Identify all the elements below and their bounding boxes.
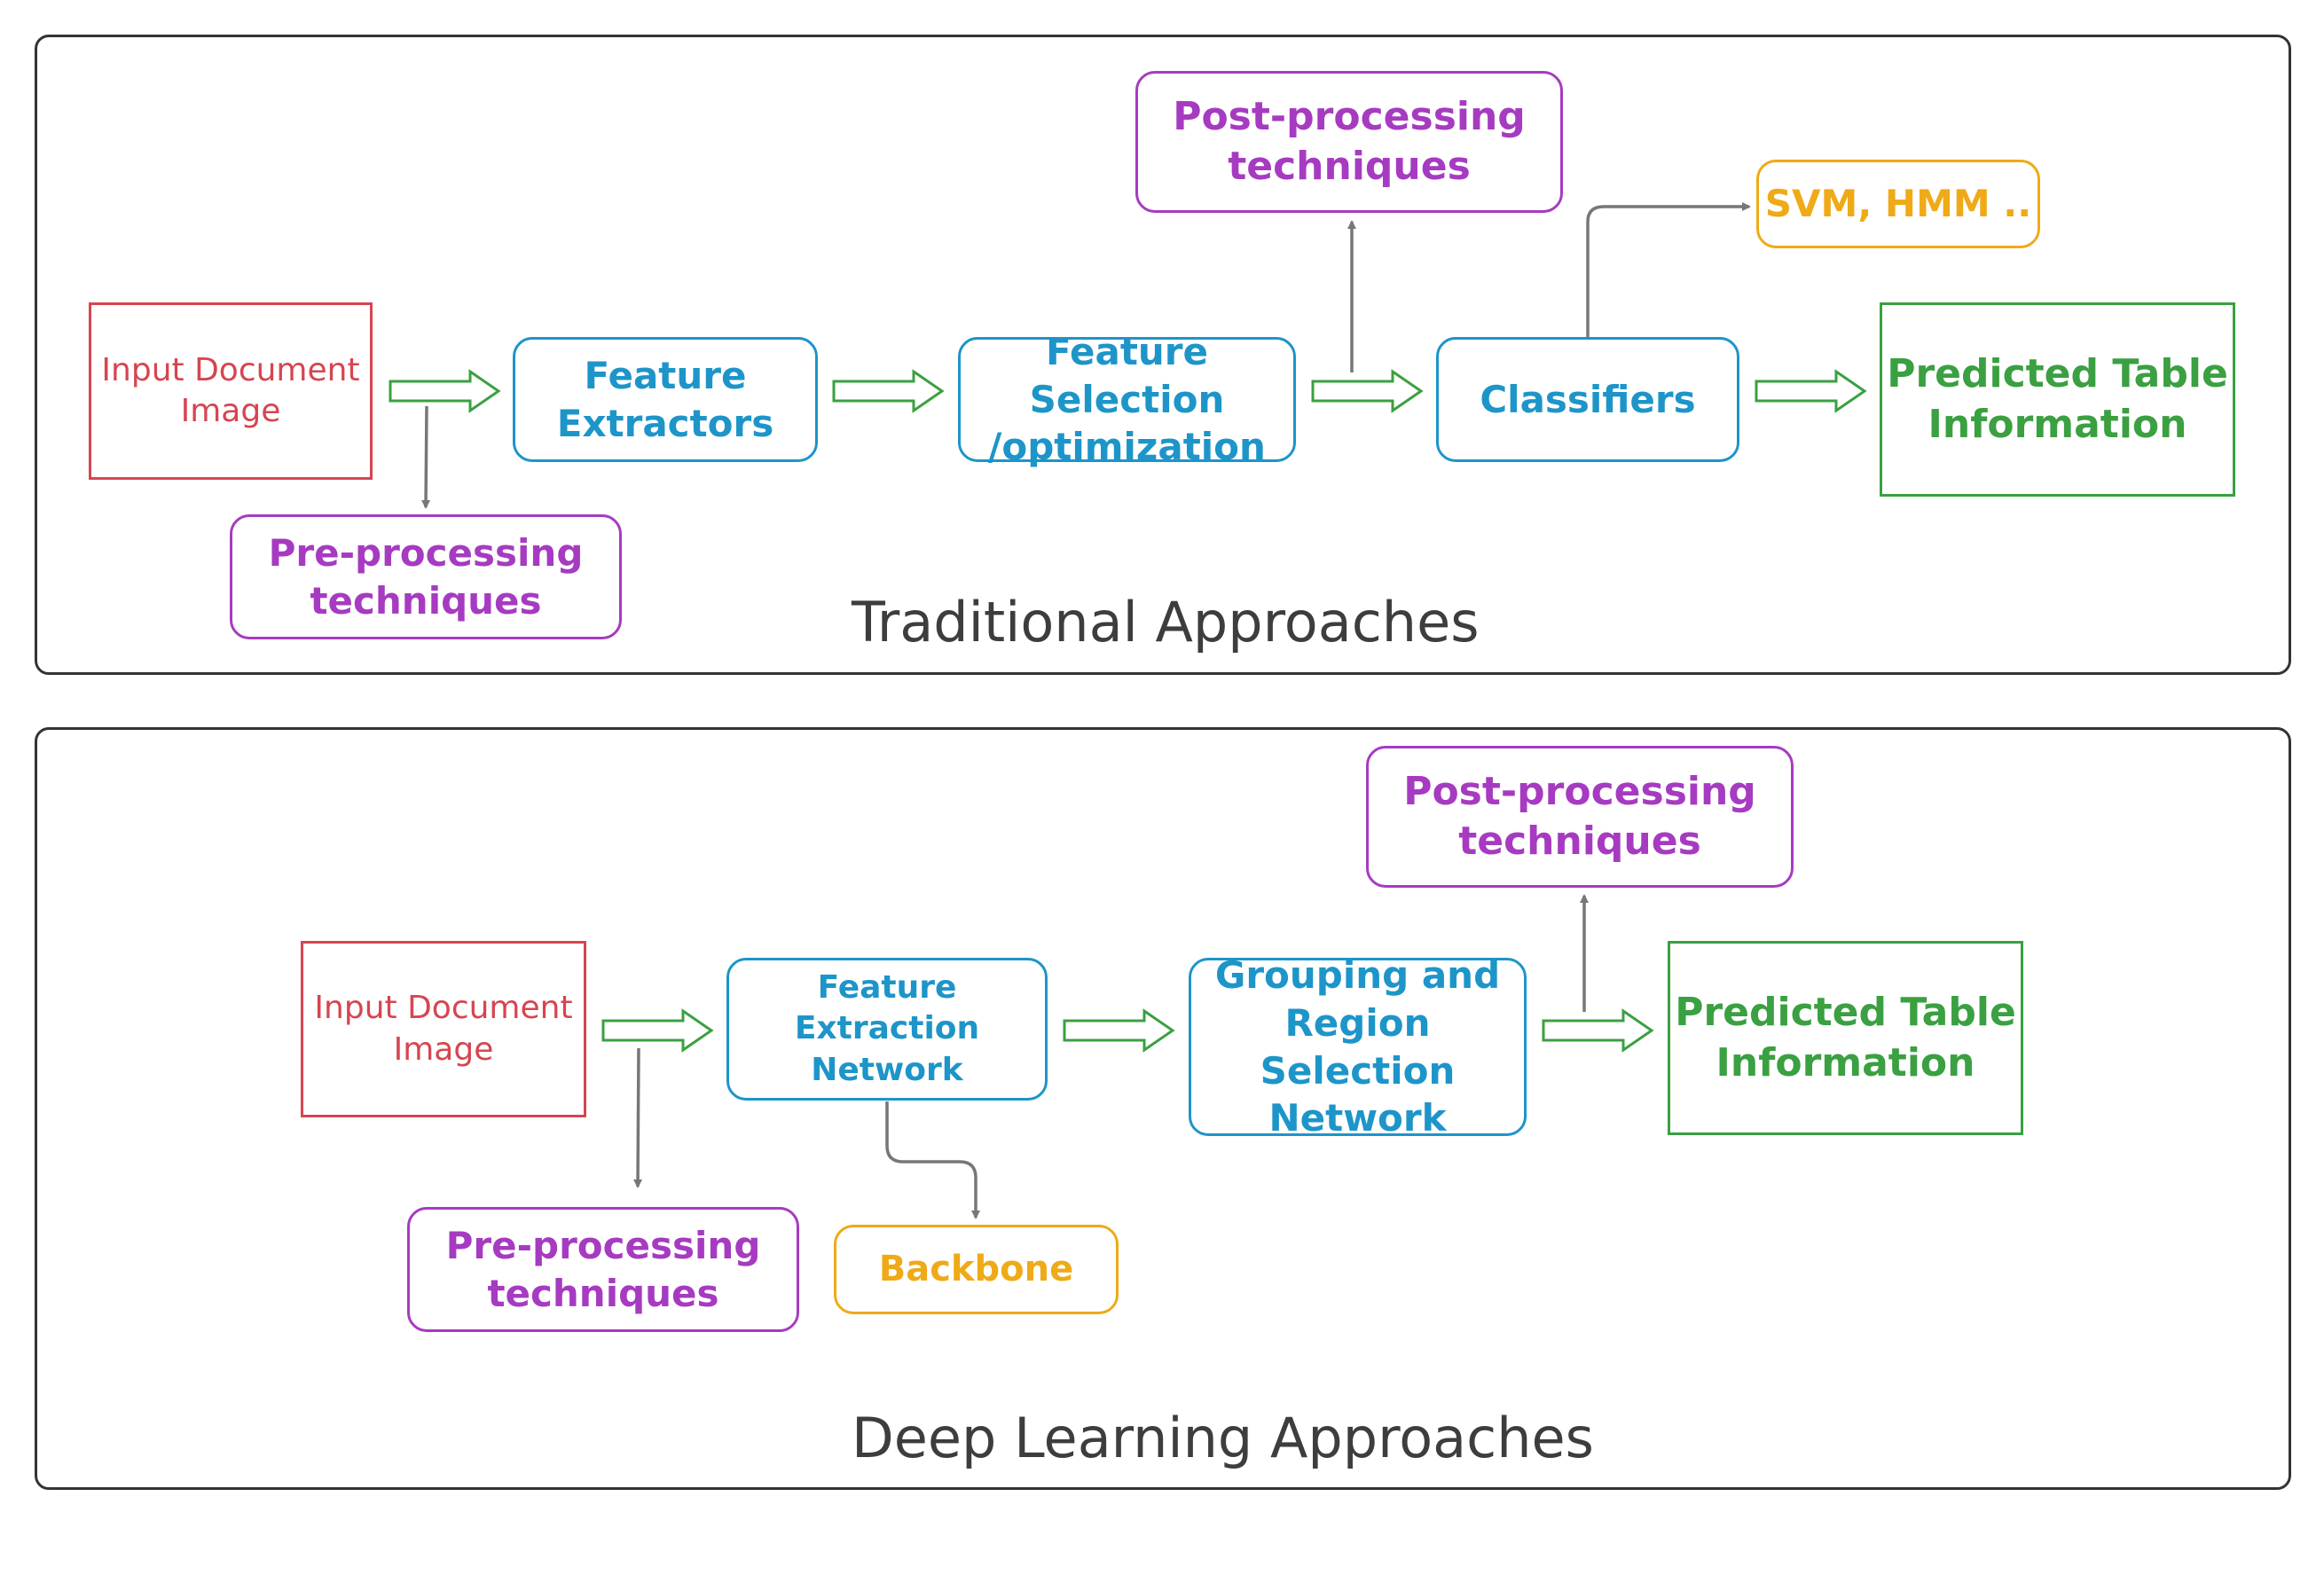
- trad-predicted-table-node: Predicted Table Information: [1880, 302, 2235, 497]
- trad-input-document-node: Input Document Image: [89, 302, 373, 480]
- dl-connector-to-preprocessing: [633, 1047, 643, 1188]
- deep-learning-approaches-title: Deep Learning Approaches: [852, 1406, 1594, 1470]
- trad-arrow-input-to-extractors: [389, 369, 501, 413]
- trad-postprocessing-node: Post-processing techniques: [1135, 71, 1563, 213]
- dl-postprocessing-node: Post-processing techniques: [1366, 746, 1794, 888]
- trad-arrow-extractors-to-selection: [832, 369, 945, 413]
- trad-connector-to-svm-hmm: [1586, 202, 1751, 337]
- dl-arrow-input-to-extraction: [601, 1008, 714, 1053]
- trad-preprocessing-node: Pre-processing techniques: [230, 514, 622, 639]
- dl-grouping-region-node: Grouping and Region Selection Network: [1189, 953, 1527, 1140]
- dl-feature-extraction-node: Feature Extraction Network: [726, 958, 1048, 1101]
- deep-learning-approaches-panel: [35, 727, 2291, 1490]
- trad-arrow-classifiers-to-predicted: [1755, 369, 1867, 413]
- dl-arrow-extraction-to-grouping: [1063, 1008, 1175, 1053]
- dl-arrow-grouping-to-predicted: [1542, 1008, 1654, 1053]
- traditional-approaches-panel: [35, 35, 2291, 675]
- trad-connector-to-preprocessing: [421, 405, 431, 509]
- dl-predicted-table-node: Predicted Table Information: [1668, 941, 2023, 1135]
- trad-arrow-selection-to-classifiers: [1311, 369, 1424, 413]
- trad-feature-extractors-node: Feature Extractors: [513, 337, 818, 462]
- trad-svm-hmm-node: SVM, HMM ..: [1756, 160, 2040, 248]
- trad-classifiers-node: Classifiers: [1436, 337, 1739, 462]
- trad-feature-selection-node: Feature Selection /optimization: [958, 330, 1296, 468]
- dl-input-document-node: Input Document Image: [301, 941, 586, 1117]
- dl-connector-to-backbone: [885, 1101, 980, 1219]
- dl-backbone-node: Backbone: [834, 1225, 1119, 1314]
- traditional-approaches-title: Traditional Approaches: [852, 590, 1480, 654]
- dl-preprocessing-node: Pre-processing techniques: [407, 1207, 799, 1332]
